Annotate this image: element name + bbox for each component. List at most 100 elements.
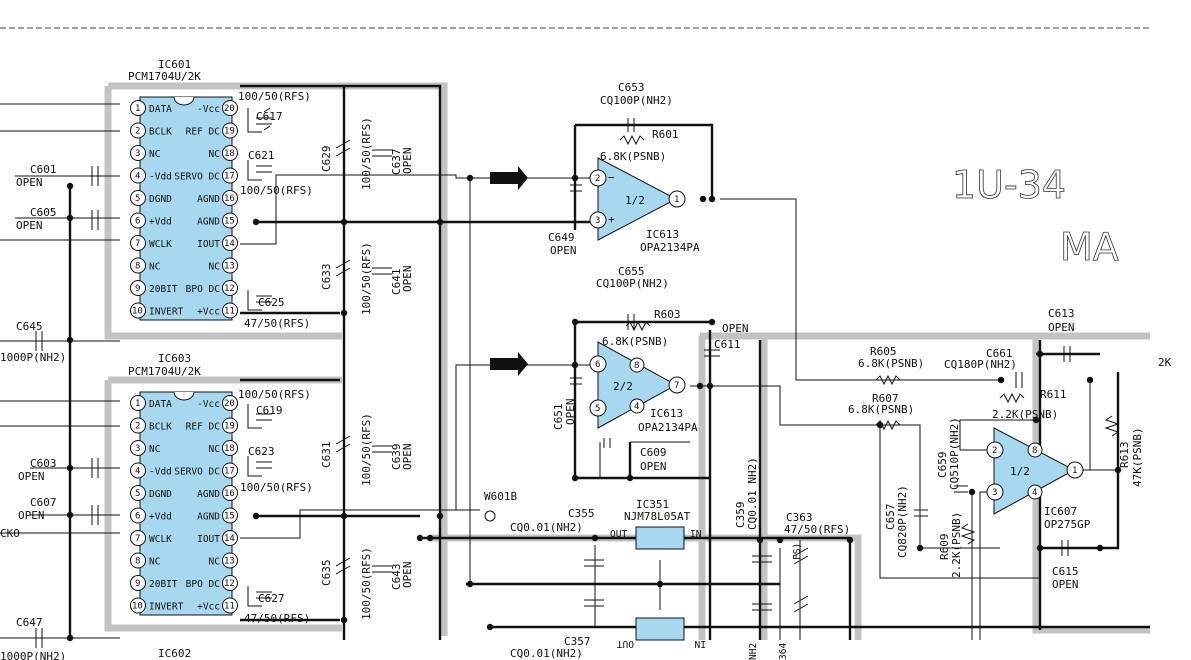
c645-ref: C645 (16, 320, 43, 333)
c617-ref: C617 (256, 110, 283, 123)
ic601-pin-12 (222, 280, 238, 296)
ic603-pin-label: WCLK (149, 534, 172, 545)
c613-ref: C613 (1048, 307, 1075, 320)
junction-dot (968, 488, 976, 496)
ic601-pin-num: 10 (132, 307, 143, 317)
ic601-pin-label: +Vdd (149, 217, 172, 228)
c635-ref: C635 (320, 560, 333, 587)
ic603-part: PCM1704U/2K (128, 365, 201, 378)
c631-ref: C631 (320, 442, 333, 469)
junction-dot (708, 195, 716, 203)
junction-dot (66, 464, 74, 472)
ic613b-part: OPA2134PA (638, 421, 698, 434)
c603-val: OPEN (18, 470, 45, 483)
junction-dot (1036, 544, 1044, 552)
ic601-pin-num: 20 (224, 104, 235, 114)
ic601-pin-num: 1 (135, 104, 140, 114)
ic601-pin-label: IOUT (197, 239, 220, 250)
ic603-pin-1 (130, 395, 146, 411)
ic603-pin-label: NC (209, 557, 220, 568)
svg-text:+: + (608, 213, 615, 226)
ic607-pin-vminus: 4 (1032, 488, 1037, 498)
ic603-pin-num: 5 (135, 489, 140, 499)
junction-dot (436, 512, 444, 520)
r609-val: 2.2K(PSNB) (950, 512, 963, 578)
ic613b-half: 2/2 (613, 380, 633, 393)
junction-dot (846, 536, 854, 544)
c623-val: 100/50(RFS) (240, 481, 313, 494)
ic603-caps (247, 404, 272, 607)
junction-dot (571, 174, 579, 182)
c357-ref: C357 (564, 635, 591, 648)
c655-val: CQ100P(NH2) (596, 277, 669, 290)
ic601-pin-label: NC (209, 149, 220, 160)
junction-dot (340, 309, 348, 317)
c603-ref: C603 (30, 457, 57, 470)
regulator-caps (584, 547, 809, 613)
r603-val: 6.8K(PSNB) (602, 335, 668, 348)
junction-dot (436, 218, 444, 226)
c645-val: 1000P(NH2) (0, 351, 66, 364)
c657-val: CQ820P(NH2) (896, 485, 909, 558)
ic601-pin-3 (130, 145, 146, 161)
c659-val: CQ510P(NH2) (948, 417, 961, 490)
c653-ref: C653 (618, 81, 645, 94)
c651-val: OPEN (564, 399, 577, 426)
ic351-in-label: IN (690, 529, 702, 540)
ic613a-opamp: 2 3 1 −+ (589, 157, 686, 241)
ic601-caps (247, 107, 272, 311)
ic603-pin-num: 9 (135, 579, 140, 589)
ic601-pin-num: 8 (135, 262, 140, 272)
junction-dot (1114, 466, 1122, 474)
ic603-pin-13 (222, 552, 238, 569)
c601-val: OPEN (16, 176, 43, 189)
ic613a-pin-inv: 2 (595, 174, 600, 184)
ic603-pin-num: 2 (135, 422, 140, 432)
c635-val: 100/50(RFS) (360, 547, 373, 620)
ic613a-pin-noninv: 3 (595, 216, 600, 226)
ic601-pin-18 (222, 145, 238, 161)
c641-val: OPEN (401, 266, 414, 293)
ic601-pin-label: NC (149, 149, 160, 160)
r607-ref: R607 (872, 392, 899, 405)
ic601-body (139, 96, 233, 321)
ic601-pin-label: SERVO DC (174, 172, 220, 183)
ic603-pin-8 (130, 552, 146, 569)
c607-ref: C607 (30, 496, 57, 509)
ic601-pin-num: 6 (135, 217, 140, 227)
junction-dot (66, 182, 74, 190)
ic601-pin-num: 17 (224, 172, 235, 182)
c609-val: OPEN (640, 460, 667, 473)
ic353-body (635, 617, 685, 641)
c363-ref: C363 (786, 511, 813, 524)
c629-ref: C629 (320, 146, 333, 173)
ic601-pin-16 (222, 190, 238, 206)
ic601-pin-num: 2 (135, 127, 140, 137)
ic601-pin-label: +Vcc (197, 307, 220, 318)
c655-ref: C655 (618, 265, 645, 278)
ic603-pin-label: DATA (149, 399, 172, 410)
junction-dot (708, 318, 716, 326)
ic601-pin-label: -Vdd (149, 172, 172, 183)
board-title-line2: MA (1060, 225, 1119, 269)
left-caps (35, 166, 99, 648)
c625-ref: C625 (258, 296, 285, 309)
ic601-pin-label: -Vcc (197, 104, 220, 115)
ic601-pin-label: DATA (149, 104, 172, 115)
ic603-pin-label: -Vcc (197, 399, 220, 410)
ic601-pin-label: AGND (197, 194, 220, 205)
c637-val: OPEN (401, 148, 414, 175)
ic601-pin-17 (222, 167, 238, 184)
ic613a-ref: IC613 (646, 228, 679, 241)
c651-ref: C651 (552, 404, 565, 431)
ic601-pin-label: DGND (149, 194, 172, 205)
ic603-pin-15 (222, 507, 238, 524)
ic601-pin-label: NC (209, 262, 220, 273)
ic607-ref: IC607 (1044, 505, 1077, 518)
ic603-pin-num: 13 (224, 557, 235, 567)
ic601-pin-num: 19 (224, 127, 235, 137)
ic603-pin-label: NC (209, 444, 220, 455)
ic603-pin-label: INVERT (149, 602, 184, 613)
ic603-pin-label: +Vcc (197, 602, 220, 613)
ic613b-ref: IC613 (650, 407, 683, 420)
